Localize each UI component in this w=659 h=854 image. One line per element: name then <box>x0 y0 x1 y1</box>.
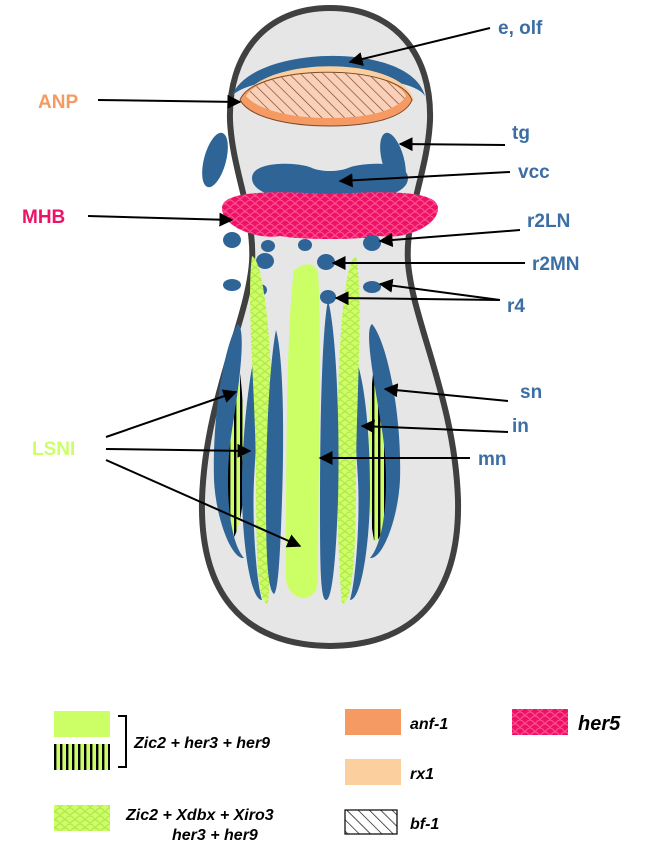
legend-swatch-green-striped <box>54 744 110 770</box>
label-r4: r4 <box>507 296 525 317</box>
legend-swatch-green-solid <box>54 711 110 737</box>
legend-swatch-anf1 <box>345 709 401 735</box>
r2ln-right <box>363 235 381 251</box>
spot-b <box>298 239 312 251</box>
label-in: in <box>512 416 529 437</box>
r2mn-left <box>256 253 274 269</box>
arrow-mhb <box>88 216 232 220</box>
trigeminal-left <box>197 130 233 190</box>
legend-zic-xdbx-line1: Zic2 + Xdbx + Xiro3 <box>125 807 274 824</box>
r4-left <box>223 279 241 291</box>
r2ln-left <box>223 232 241 248</box>
label-mhb: MHB <box>22 207 65 228</box>
label-tg: tg <box>512 123 530 144</box>
central-green-stripe <box>286 264 320 598</box>
legend-zic-xdbx-line2: her3 + her9 <box>172 827 258 844</box>
arrow-anp <box>98 100 240 102</box>
r2mn-right <box>317 254 335 270</box>
legend-anf1: anf-1 <box>410 716 448 733</box>
label-vcc: vcc <box>518 162 550 183</box>
label-anp: ANP <box>38 92 78 113</box>
legend-her5: her5 <box>578 713 621 735</box>
legend-swatch-rx1 <box>345 759 401 785</box>
legend-bracket <box>118 716 126 767</box>
legend-bf1: bf-1 <box>410 816 439 833</box>
label-sn: sn <box>520 382 542 403</box>
legend-swatch-bf1 <box>345 810 397 834</box>
legend-zic-her: Zic2 + her3 + her9 <box>133 735 270 752</box>
arrow-tg <box>400 144 505 145</box>
r4-right <box>363 281 381 293</box>
label-lsni: LSNI <box>32 439 75 460</box>
spot-a <box>261 240 275 252</box>
legend-rx1: rx1 <box>410 766 434 783</box>
label-mn: mn <box>478 449 507 470</box>
legend-swatch-her5 <box>512 709 568 735</box>
mhb-her5-region <box>222 192 438 239</box>
legend-swatch-green-scaled <box>54 805 110 831</box>
label-r2ln: r2LN <box>527 211 570 232</box>
label-e-olf: e, olf <box>498 18 543 39</box>
label-r2mn: r2MN <box>532 254 580 275</box>
